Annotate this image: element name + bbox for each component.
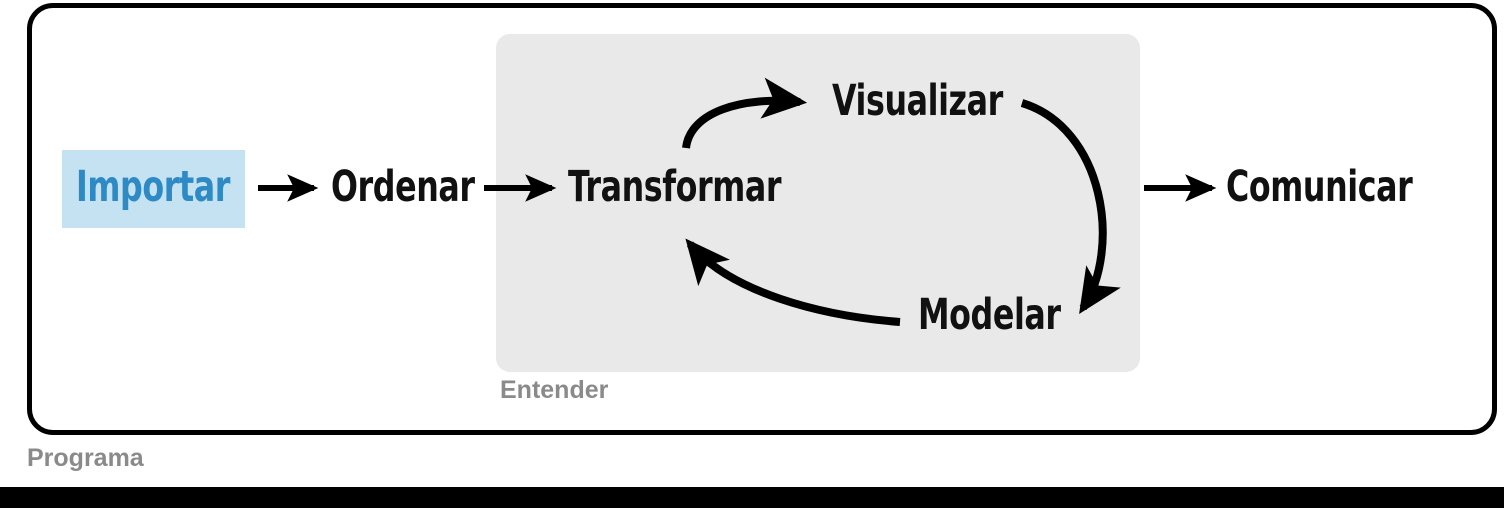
stage-label-comunicar[interactable]: Comunicar [1226,162,1413,212]
stage-label-transformar[interactable]: Transformar [568,162,782,212]
stage-label-importar[interactable]: Importar [76,162,230,212]
stage-label-visualizar[interactable]: Visualizar [832,76,1003,126]
bottom-band [0,487,1504,508]
importar-highlight-box [62,150,245,228]
caption-entender: Entender [500,376,609,404]
caption-programa: Programa [27,444,144,472]
stage-label-modelar[interactable]: Modelar [918,290,1061,340]
stage-label-ordenar[interactable]: Ordenar [331,162,475,212]
